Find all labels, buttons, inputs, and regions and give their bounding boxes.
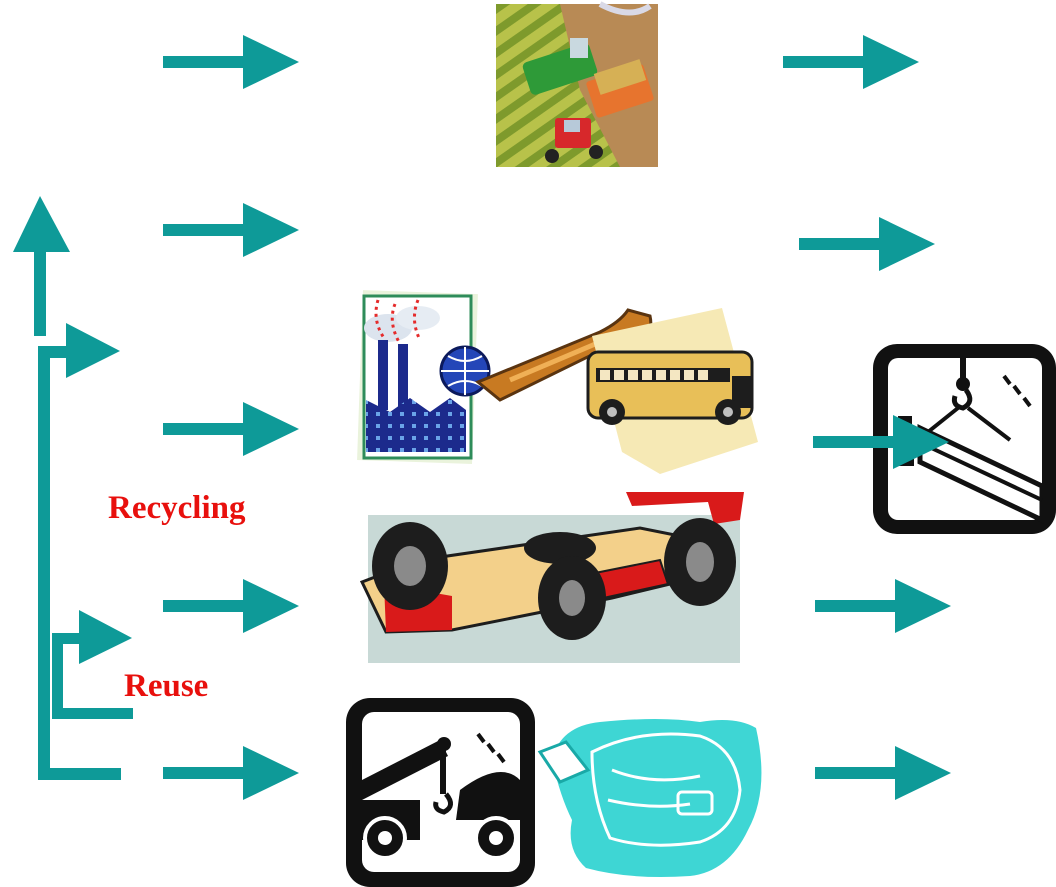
- recycling-label: Recycling: [108, 490, 246, 526]
- arrow-right-row-1: [783, 35, 919, 89]
- plastic-bottle-icon: [537, 719, 762, 877]
- arrow-right-row-5: [815, 746, 951, 800]
- arrow-left-row-3: [163, 402, 299, 456]
- tow-truck-icon: [346, 698, 535, 887]
- arrow-left-row-1: [163, 35, 299, 89]
- reuse-loop-arrow: [52, 610, 133, 719]
- reuse-label: Reuse: [124, 668, 209, 704]
- school-bus-icon: [586, 308, 758, 474]
- arrow-left-row-2: [163, 203, 299, 257]
- arrow-right-row-4: [815, 579, 951, 633]
- race-car-icon: [359, 492, 744, 663]
- arrow-left-row-4: [163, 579, 299, 633]
- arrow-right-row-2: [799, 217, 935, 271]
- recycling-loop-arrow: [13, 196, 121, 780]
- arrow-color-group: [13, 35, 951, 800]
- factory-globe-wrench-icon: [357, 290, 653, 464]
- arrow-left-row-5: [163, 746, 299, 800]
- harvest-field-icon: [496, 1, 658, 167]
